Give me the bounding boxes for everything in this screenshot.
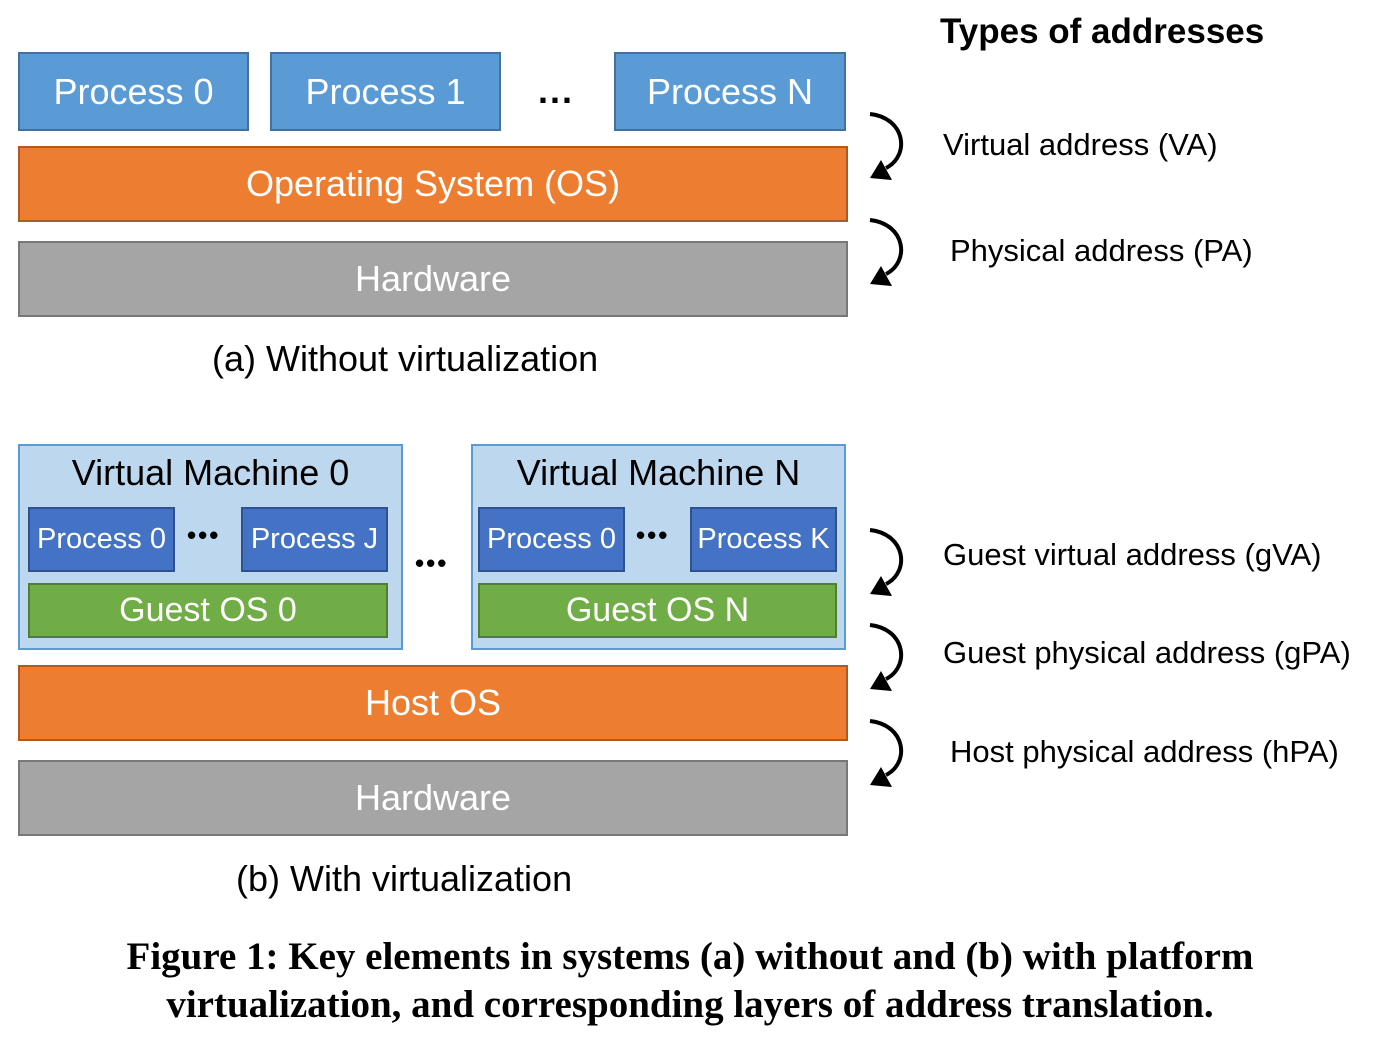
physical-address-label: Physical address (PA) (950, 233, 1253, 268)
vm-0-process-j-box: Process J (241, 507, 388, 572)
vm-n-title: Virtual Machine N (516, 452, 801, 493)
hardware-box-b: Hardware (18, 760, 848, 836)
curved-arrow-icon (869, 528, 903, 596)
figure-caption-line-2: virtualization, and corresponding layers… (166, 983, 1214, 1026)
process-1-box: Process 1 (270, 52, 501, 131)
curved-arrow-icon (869, 112, 903, 180)
process-0-box: Process 0 (18, 52, 249, 131)
hardware-box-a: Hardware (18, 241, 848, 317)
host-os-box: Host OS (18, 665, 848, 741)
curved-arrow-icon (869, 719, 903, 787)
vm-n-process-ellipsis: ••• (636, 520, 670, 550)
types-of-addresses-heading: Types of addresses (940, 12, 1265, 51)
virtual-address-label: Virtual address (VA) (943, 127, 1218, 162)
vm-n-process-k-box: Process K (690, 507, 837, 572)
vm-0-process-ellipsis: ••• (187, 520, 221, 550)
vm-n-process-0-box: Process 0 (478, 507, 625, 572)
vm-0-process-0-box: Process 0 (28, 507, 175, 572)
figure-caption-line-1: Figure 1: Key elements in systems (a) wi… (126, 935, 1254, 978)
vm-0-title: Virtual Machine 0 (71, 452, 350, 493)
guest-virtual-address-label: Guest virtual address (gVA) (943, 537, 1322, 572)
curved-arrow-icon (869, 218, 903, 286)
host-physical-address-label: Host physical address (hPA) (950, 734, 1339, 769)
guest-os-n-box: Guest OS N (478, 583, 837, 638)
guest-os-0-box: Guest OS 0 (28, 583, 388, 638)
process-n-box: Process N (614, 52, 846, 131)
operating-system-box: Operating System (OS) (18, 146, 848, 222)
guest-physical-address-label: Guest physical address (gPA) (943, 635, 1351, 670)
curved-arrow-icon (869, 623, 903, 691)
vm-ellipsis: ••• (415, 548, 449, 578)
process-ellipsis: ... (538, 70, 575, 111)
subtitle-a: (a) Without virtualization (212, 338, 599, 379)
subtitle-b: (b) With virtualization (236, 858, 573, 899)
